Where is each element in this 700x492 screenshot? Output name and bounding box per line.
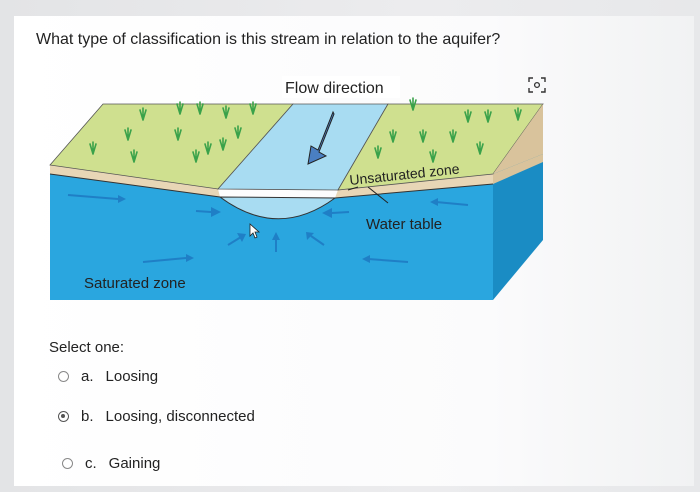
flow-direction-arrow: [307, 110, 335, 165]
stream-channel: [218, 196, 337, 220]
option-a-letter: a.: [81, 368, 94, 385]
select-one-prompt: Select one:: [49, 339, 125, 356]
grass-tufts: [89, 97, 522, 163]
top-edge-right: [334, 183, 494, 199]
option-b-letter: b.: [81, 408, 94, 425]
unsaturated-pointer: [347, 186, 359, 191]
option-a[interactable]: a. Loosing: [58, 368, 158, 385]
option-a-radio[interactable]: [58, 371, 69, 382]
saturated-zone-face: [50, 174, 493, 300]
top-edge: [49, 173, 221, 198]
option-c[interactable]: c. Gaining: [62, 455, 160, 472]
flow-direction-label-bg: [282, 76, 400, 98]
water-table-label: Water table: [366, 216, 442, 233]
option-c-radio[interactable]: [62, 458, 73, 469]
aquifer-diagram: Flow direction Unsaturated zone Water ta…: [49, 76, 544, 300]
right-side-top: [493, 104, 543, 174]
option-c-letter: c.: [85, 455, 97, 472]
water-table-pointer: [367, 186, 389, 204]
option-a-label: Loosing: [105, 368, 159, 385]
option-b-label: Loosing, disconnected: [105, 408, 255, 425]
saturated-zone-label: Saturated zone: [84, 275, 186, 292]
option-b[interactable]: b. Loosing, disconnected: [58, 408, 255, 425]
mouse-cursor-icon: [249, 223, 261, 239]
groundwater-arrows: [67, 194, 469, 263]
unsaturated-strip-left: [50, 165, 220, 197]
image-scan-icon[interactable]: [526, 74, 548, 96]
flow-direction-label: Flow direction: [285, 80, 384, 97]
question-text: What type of classification is this stre…: [36, 31, 501, 48]
option-c-label: Gaining: [108, 455, 161, 472]
option-b-radio[interactable]: [58, 411, 69, 422]
unsaturated-strip-side: [493, 154, 543, 184]
